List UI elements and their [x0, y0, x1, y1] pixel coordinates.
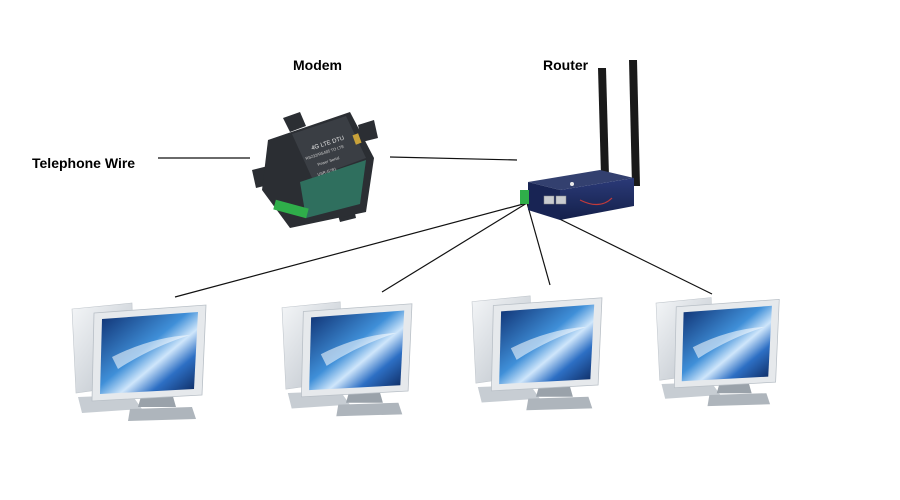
router-computer-1-line — [174, 202, 528, 298]
modem-device: 4G LTE DTU RS232/RS485 TO LTE Power Seri… — [252, 112, 378, 228]
computer-1 — [71, 302, 207, 421]
router-computer-3-line — [526, 202, 551, 286]
computer-2 — [281, 301, 413, 417]
computer-screen — [309, 310, 405, 391]
router-terminal — [520, 190, 529, 204]
computer-3 — [471, 295, 603, 411]
router-device — [520, 60, 640, 220]
router-antenna-right — [629, 60, 640, 186]
modem-label: Modem — [293, 57, 342, 73]
computer-4 — [655, 297, 780, 407]
modem-power-text: Power Serial — [317, 155, 340, 167]
computer-screen — [681, 305, 772, 382]
router-port-1 — [543, 195, 555, 205]
computer-screen — [499, 304, 595, 385]
router-computer-2-line — [381, 202, 528, 293]
computer-screen — [100, 312, 198, 394]
router-antenna-left — [598, 68, 609, 176]
modem-face — [300, 160, 366, 218]
modem-terminal-block — [273, 199, 309, 219]
router-port-2 — [555, 195, 567, 205]
router-label: Router — [543, 57, 589, 73]
modem-router-line — [389, 156, 518, 161]
telephone-wire-label: Telephone Wire — [32, 155, 136, 171]
modem-sku-text: USR-G781 — [317, 166, 338, 177]
